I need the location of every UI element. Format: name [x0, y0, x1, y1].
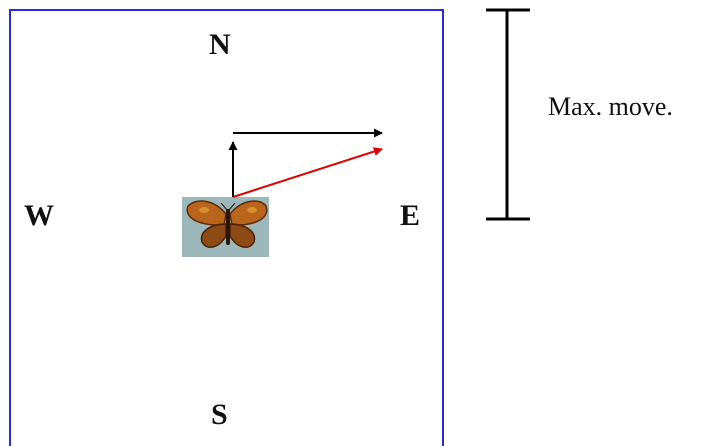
max-move-scale-bar: [486, 8, 530, 221]
movement-area-frame: [9, 9, 444, 446]
max-move-label: Max. move.: [548, 92, 673, 121]
south-label: S: [211, 398, 228, 431]
west-label: W: [24, 199, 54, 232]
north-label: N: [209, 28, 231, 61]
east-label: E: [400, 199, 421, 232]
resultant-arrow: [232, 147, 383, 198]
butterfly-icon: [182, 197, 269, 257]
